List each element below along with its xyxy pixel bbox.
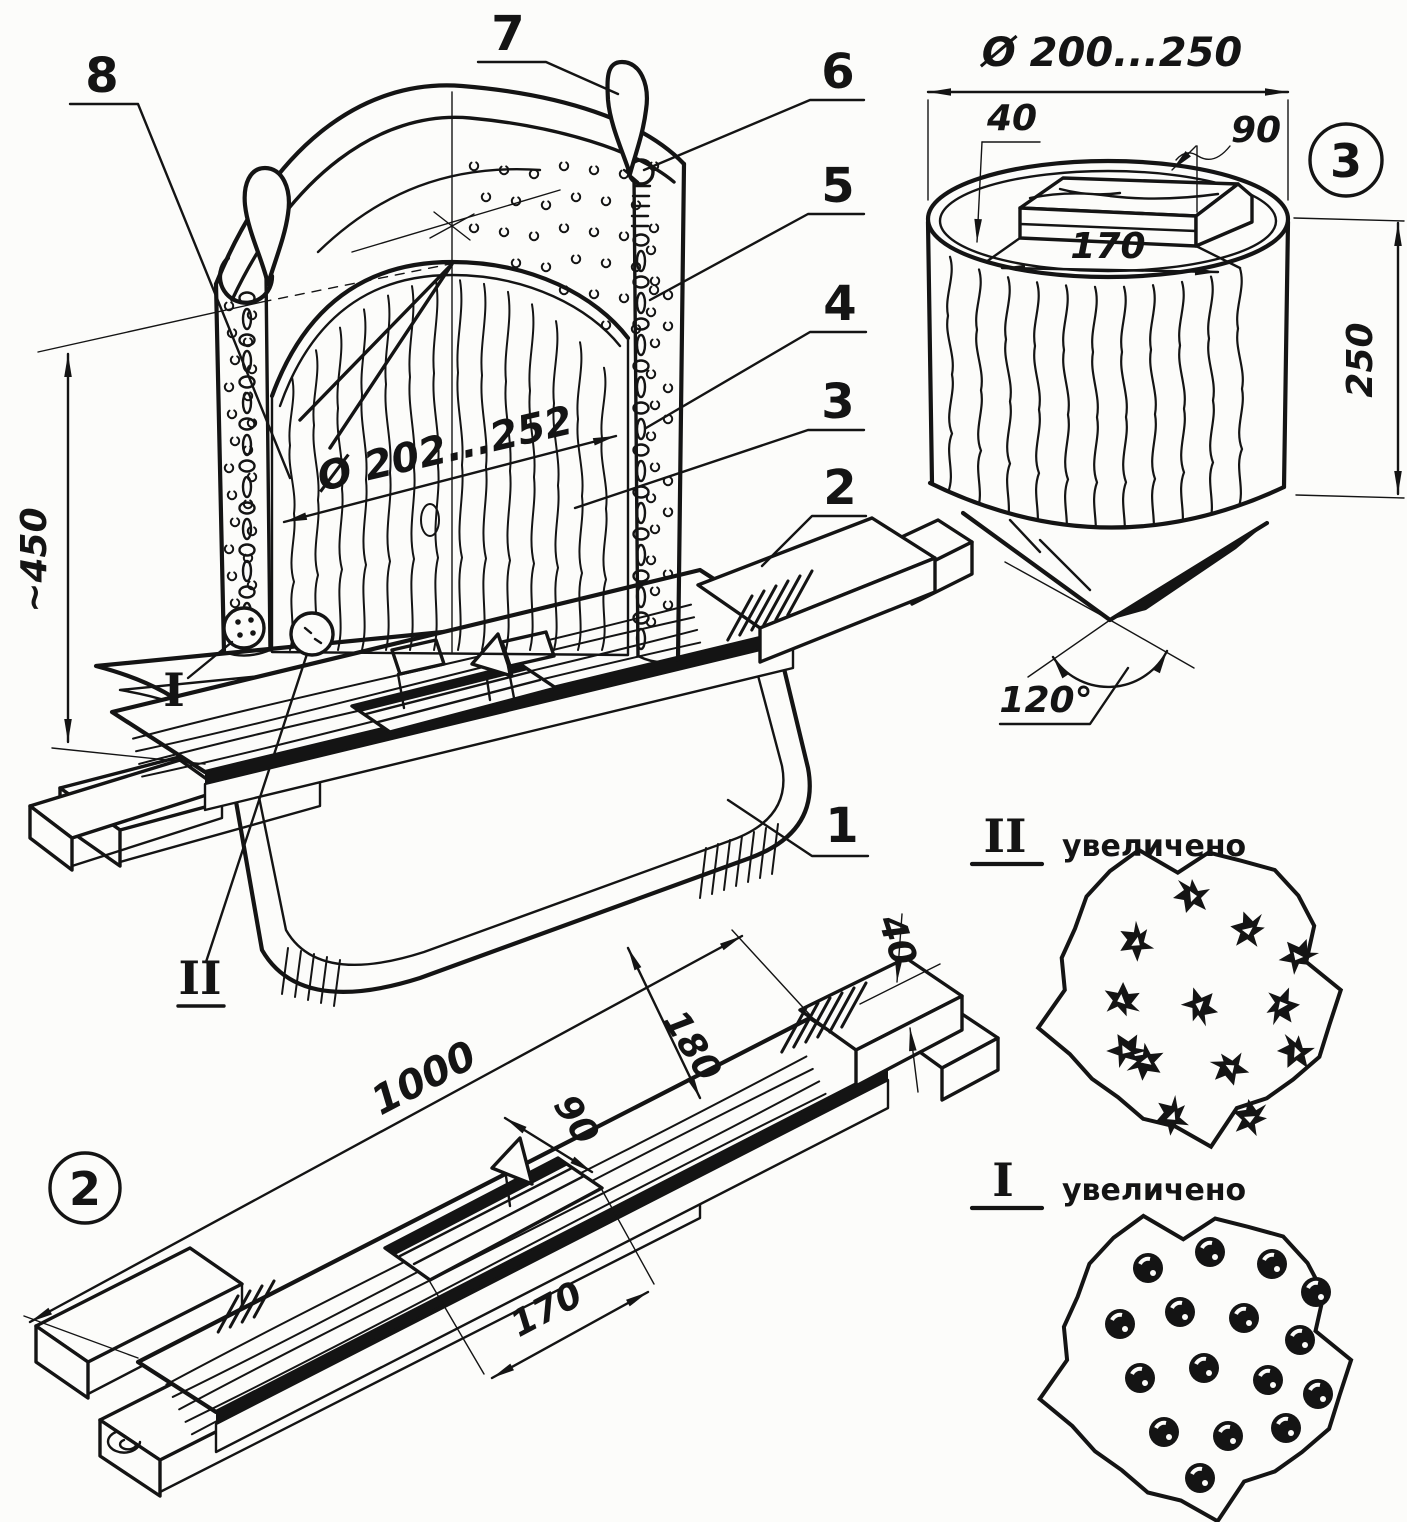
svg-text:3: 3 [1330, 134, 1362, 188]
callout-3: 3 [573, 374, 866, 510]
suspension-chains [238, 233, 650, 651]
callout-4: 4 [644, 276, 868, 430]
callout-7: 7 [476, 6, 620, 96]
dim-diameter-202-252: Ø 202...252 [282, 398, 618, 524]
callout-2: 2 [760, 460, 868, 568]
callout-6: 6 [642, 44, 866, 172]
svg-text:8: 8 [85, 48, 118, 104]
right-cleat [696, 516, 974, 664]
perforated-container [213, 59, 687, 664]
svg-text:II: II [178, 951, 221, 1005]
d2-right-cleat [780, 956, 1000, 1102]
dome-outer [269, 259, 631, 399]
dim-90-top: 90 [1171, 110, 1281, 213]
svg-text:90: 90 [1231, 110, 1281, 151]
cylinder-grain [946, 255, 1244, 528]
dim-height-450: ~450 [14, 263, 451, 765]
svg-text:4: 4 [823, 276, 856, 332]
end-grain-swirl [106, 1430, 142, 1454]
svg-text:120°: 120° [999, 680, 1092, 721]
svg-text:1: 1 [825, 798, 858, 854]
svg-text:I: I [163, 663, 185, 717]
callout-1: 1 [726, 798, 870, 858]
handle-ring [217, 255, 275, 305]
detail-3-badge: 3 [1308, 122, 1384, 198]
bar-grain [1028, 187, 1220, 200]
detail-target-I [222, 606, 266, 650]
round-hole-pattern [1037, 1213, 1354, 1522]
enlarged-I-label: увеличено [1062, 1173, 1246, 1208]
dim-label-450: ~450 [14, 507, 55, 612]
screw-hatching [726, 569, 814, 642]
svg-text:7: 7 [491, 6, 524, 62]
main-assembly: ~450 Ø 202...252 8 7 6 5 4 3 [14, 6, 974, 1008]
svg-text:Ø 200...250: Ø 200...250 [980, 30, 1243, 76]
svg-text:1000: 1000 [364, 1032, 484, 1124]
plank-base [28, 516, 974, 872]
dim-120-angle: 120° [998, 561, 1195, 726]
v-notch [298, 262, 454, 450]
wall-left [213, 270, 272, 657]
dim-250-height: 250 [1293, 217, 1405, 499]
support-block [390, 638, 446, 676]
handle-left [217, 165, 291, 305]
dim-40-top: 40 [974, 98, 1041, 243]
detail-3-cylinder: 3 Ø 200...250 40 90 170 250 [925, 30, 1405, 726]
detail-2-planks: 2 1000 180 90 170 40 [23, 909, 1000, 1498]
star-hole-pattern [1035, 847, 1344, 1150]
construction-line [351, 189, 561, 253]
svg-text:3: 3 [821, 374, 854, 430]
detail-2-badge: 2 [48, 1151, 122, 1225]
svg-text:40: 40 [986, 98, 1037, 139]
svg-text:250: 250 [1340, 322, 1381, 397]
marker-I-header: I [992, 1153, 1014, 1207]
top-bar [984, 176, 1254, 270]
perforations [223, 160, 674, 645]
dim-diameter-200-250: Ø 200...250 [926, 30, 1290, 201]
callout-8: 8 [68, 48, 292, 480]
svg-text:2: 2 [69, 1162, 101, 1216]
svg-text:170: 170 [1070, 226, 1145, 267]
marker-II-header: II [983, 809, 1026, 863]
svg-text:5: 5 [821, 158, 854, 214]
dim-label-202-252: Ø 202...252 [311, 398, 577, 502]
board-slot [350, 632, 558, 734]
dim-170-top: 170 [1000, 226, 1220, 276]
svg-text:2: 2 [823, 460, 856, 516]
enlarged-view-II: II увеличено [969, 809, 1344, 1150]
svg-text:40: 40 [869, 909, 924, 970]
callout-5: 5 [648, 158, 866, 302]
screw-hatching [780, 981, 868, 1054]
handle-top [605, 59, 649, 184]
enlarged-view-I: I увеличено [969, 1153, 1354, 1522]
svg-text:6: 6 [821, 44, 854, 100]
detail-target-II [289, 611, 335, 657]
marker-I-main: I [163, 640, 234, 717]
